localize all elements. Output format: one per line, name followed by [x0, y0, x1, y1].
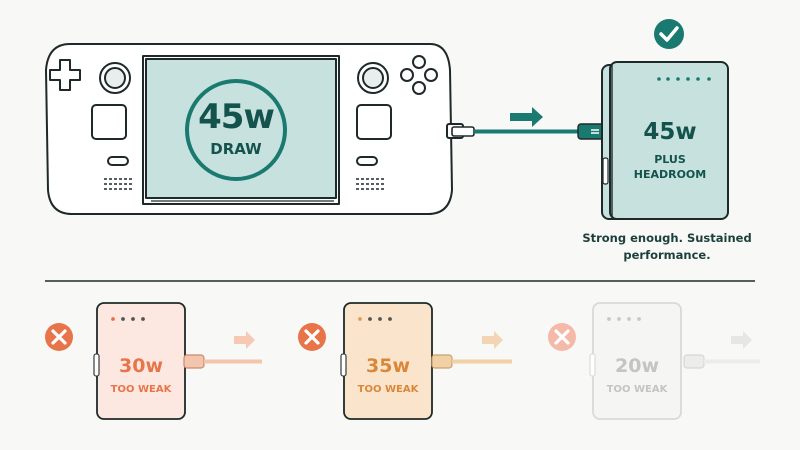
weak-charger-30w — [45, 302, 262, 420]
left-trackpad-icon — [91, 104, 127, 140]
weak-charger-3-value: 20w — [615, 355, 659, 377]
dpad-icon — [49, 59, 81, 91]
right-menu-button-icon — [356, 156, 378, 166]
teal-cable — [451, 123, 607, 140]
check-icon — [654, 19, 684, 49]
draw-ring — [185, 79, 287, 181]
weak-charger-2-label: TOO WEAK — [357, 384, 419, 395]
weak-charger-35w — [298, 302, 512, 420]
face-buttons-icon — [400, 55, 438, 95]
weak-charger-20w — [548, 302, 760, 420]
left-menu-button-icon — [107, 156, 129, 166]
good-bank-label: PLUS HEADROOM — [633, 153, 707, 181]
draw-value: 45w — [198, 97, 275, 137]
good-bank-value: 45w — [643, 119, 697, 145]
weak-charger-3-label: TOO WEAK — [606, 384, 668, 395]
good-power-bank — [601, 61, 729, 220]
flow-arrow-icon — [510, 107, 543, 127]
weak-charger-2-value: 35w — [366, 355, 410, 377]
weak-charger-1-label: TOO WEAK — [110, 384, 172, 395]
weak-charger-1-value: 30w — [119, 355, 163, 377]
good-charger-verdict: Strong enough. Sustained performance. — [582, 231, 752, 262]
draw-label: DRAW — [210, 140, 262, 158]
right-trackpad-icon — [356, 104, 392, 140]
good-bank-level-dots — [657, 77, 711, 81]
